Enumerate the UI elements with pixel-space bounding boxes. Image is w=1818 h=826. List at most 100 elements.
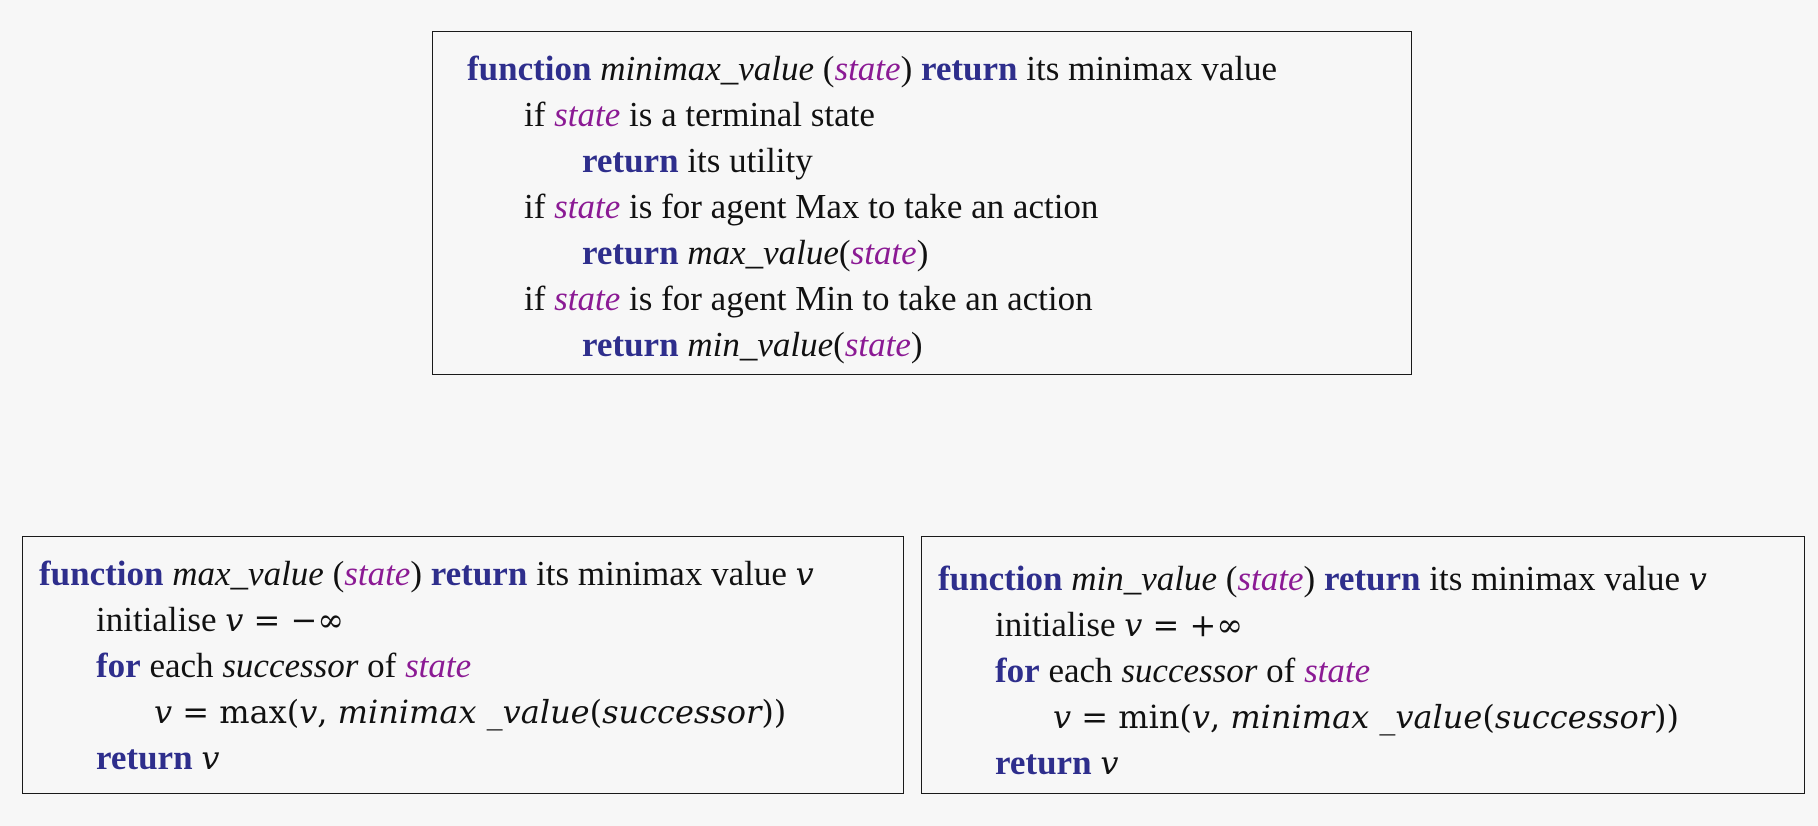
paren-open: ( (838, 233, 851, 272)
argument-state: state (844, 325, 911, 364)
variable-v: v (299, 693, 318, 731)
paren-open: ( (1482, 698, 1495, 736)
paren-open: ( (323, 554, 345, 593)
word-each: each (1048, 651, 1113, 690)
comma: , (317, 693, 338, 731)
max-line-4: return v (39, 735, 903, 781)
word-initialise: initialise (96, 600, 217, 639)
argument-state: state (405, 646, 472, 685)
paren-close: ) (410, 554, 422, 593)
max-value-pseudocode-box: function max_value (state) return its mi… (22, 536, 904, 794)
variable-v: v (1688, 560, 1707, 598)
line-text: its utility (687, 141, 813, 180)
comma: , (1209, 698, 1231, 736)
assignment-expression: = +∞ (1142, 606, 1243, 644)
function-name: max_value (172, 554, 324, 593)
line-text: its minimax value (536, 554, 787, 593)
min-line-3: v = min(v, minimax _value(successor)) (938, 694, 1804, 740)
minimax-line-2: return its utility (467, 138, 1411, 184)
keyword-return: return (430, 554, 528, 593)
keyword-function: function (938, 559, 1063, 598)
min-line-4: return v (938, 740, 1804, 786)
min-value-pseudocode-box: function min_value (state) return its mi… (921, 536, 1805, 794)
max-line-1: initialise v = −∞ (39, 597, 903, 643)
line-text: its minimax value (1026, 49, 1278, 88)
assignment-expression: = −∞ (243, 601, 344, 639)
keyword-return: return (920, 49, 1018, 88)
line-text: is for agent Max to take an action (629, 187, 1099, 226)
function-call-name: minimax _value (337, 693, 590, 731)
variable-v: v (1191, 698, 1210, 736)
variable-v: v (1053, 698, 1072, 736)
keyword-if: if (524, 187, 546, 226)
min-line-2: for each successor of state (938, 648, 1804, 694)
argument-state: state (554, 95, 621, 134)
max-call-open: = max( (172, 693, 300, 731)
keyword-if: if (524, 279, 546, 318)
paren-open: ( (814, 49, 835, 88)
function-call-name: max_value (687, 233, 839, 272)
keyword-for: for (96, 646, 141, 685)
word-successor: successor (222, 646, 359, 685)
argument-state: state (1237, 559, 1304, 598)
keyword-return: return (582, 325, 679, 364)
paren-close: ) (910, 325, 923, 364)
min-line-0: function min_value (state) return its mi… (938, 556, 1804, 602)
argument-successor: successor (602, 693, 762, 731)
paren-close: ) (900, 49, 913, 88)
paren-close: )) (761, 693, 787, 731)
argument-state: state (834, 49, 901, 88)
paren-close: )) (1654, 698, 1679, 736)
argument-state: state (850, 233, 917, 272)
keyword-return: return (96, 738, 193, 777)
minimax-line-0: function minimax_value (state) return it… (467, 46, 1411, 92)
keyword-return: return (1323, 559, 1421, 598)
function-call-name: min_value (687, 325, 834, 364)
minimax-line-6: return min_value(state) (467, 322, 1411, 368)
paren-close: ) (916, 233, 929, 272)
keyword-return: return (995, 743, 1092, 782)
max-line-0: function max_value (state) return its mi… (39, 551, 903, 597)
minimax-line-1: if state is a terminal state (467, 92, 1411, 138)
argument-successor: successor (1494, 698, 1655, 736)
minimax-value-pseudocode-box: function minimax_value (state) return it… (432, 31, 1412, 375)
line-text: is a terminal state (629, 95, 875, 134)
argument-state: state (554, 187, 621, 226)
line-text: its minimax value (1429, 559, 1681, 598)
line-text: is for agent Min to take an action (629, 279, 1093, 318)
minimax-line-5: if state is for agent Min to take an act… (467, 276, 1411, 322)
keyword-for: for (995, 651, 1040, 690)
max-line-3: v = max(v, minimax _value(successor)) (39, 689, 903, 735)
keyword-return: return (582, 141, 679, 180)
argument-state: state (554, 279, 621, 318)
word-initialise: initialise (995, 605, 1116, 644)
keyword-return: return (582, 233, 679, 272)
word-of: of (1266, 651, 1296, 690)
keyword-function: function (39, 554, 164, 593)
paren-open: ( (833, 325, 845, 364)
function-call-name: minimax _value (1230, 698, 1483, 736)
min-line-1: initialise v = +∞ (938, 602, 1804, 648)
paren-open: ( (1217, 559, 1238, 598)
min-call-open: = min( (1071, 698, 1192, 736)
argument-state: state (344, 554, 411, 593)
word-each: each (149, 646, 214, 685)
variable-v: v (225, 601, 244, 639)
keyword-if: if (524, 95, 546, 134)
minimax-line-4: return max_value(state) (467, 230, 1411, 276)
paren-open: ( (589, 693, 603, 731)
minimax-line-3: if state is for agent Max to take an act… (467, 184, 1411, 230)
max-line-2: for each successor of state (39, 643, 903, 689)
variable-v: v (154, 693, 173, 731)
variable-v: v (201, 739, 220, 777)
variable-v: v (1124, 606, 1143, 644)
paren-close: ) (1303, 559, 1316, 598)
argument-state: state (1304, 651, 1371, 690)
keyword-function: function (467, 49, 592, 88)
function-name: min_value (1071, 559, 1218, 598)
variable-v: v (1100, 744, 1119, 782)
word-of: of (367, 646, 397, 685)
word-successor: successor (1121, 651, 1258, 690)
function-name: minimax_value (600, 49, 815, 88)
variable-v: v (795, 555, 814, 593)
